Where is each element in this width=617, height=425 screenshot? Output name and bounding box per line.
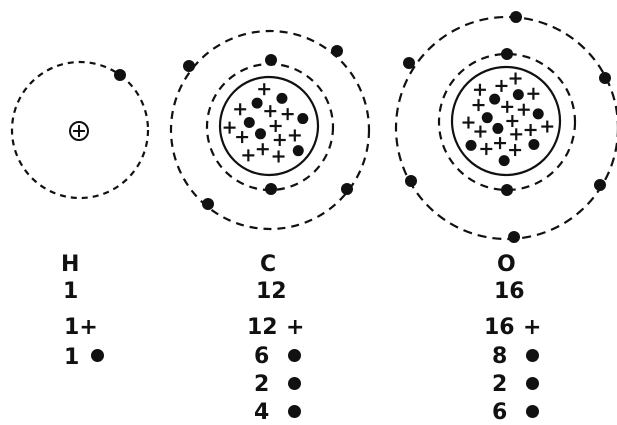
proton-plus bbox=[541, 121, 553, 133]
electron-dot-icon bbox=[526, 377, 539, 390]
proton-plus bbox=[274, 134, 286, 146]
carbon-proton-number: 12 bbox=[247, 317, 278, 339]
carbon-nucleus-particles bbox=[224, 83, 309, 162]
oxygen-electron bbox=[501, 48, 513, 60]
hydrogen-symbol: H bbox=[61, 254, 79, 276]
proton-plus bbox=[234, 103, 246, 115]
proton-plus bbox=[242, 149, 254, 161]
proton-plus bbox=[257, 143, 269, 155]
neutron-dot bbox=[297, 113, 308, 124]
oxygen-electron-count: 8 bbox=[492, 346, 507, 368]
carbon-shell-1-count: 2 bbox=[254, 374, 269, 396]
proton-plus bbox=[510, 128, 522, 140]
neutron-dot bbox=[255, 128, 266, 139]
hydrogen-proton-plus bbox=[73, 125, 85, 137]
oxygen-electron bbox=[405, 175, 417, 187]
carbon-nucleus bbox=[220, 77, 318, 175]
neutron-dot bbox=[482, 112, 493, 123]
proton-plus bbox=[273, 151, 285, 163]
oxygen-electron bbox=[599, 72, 611, 84]
proton-plus bbox=[518, 104, 530, 116]
electron-dot-icon bbox=[526, 349, 539, 362]
neutron-dot bbox=[276, 93, 287, 104]
carbon-electron bbox=[183, 60, 195, 72]
proton-plus bbox=[495, 80, 507, 92]
proton-plus bbox=[258, 83, 270, 95]
carbon-electron bbox=[265, 183, 277, 195]
proton-sign: + bbox=[523, 317, 541, 339]
proton-plus bbox=[474, 126, 486, 138]
electron-dot-icon bbox=[288, 377, 301, 390]
neutron-dot bbox=[499, 155, 510, 166]
hydrogen-proton-number: 1 bbox=[64, 315, 79, 340]
proton-plus bbox=[282, 108, 294, 120]
proton-sign: + bbox=[79, 315, 97, 340]
hydrogen-mass-number: 1 bbox=[63, 281, 78, 303]
proton-plus bbox=[510, 73, 522, 85]
neutron-dot bbox=[293, 145, 304, 156]
oxygen-electron bbox=[403, 57, 415, 69]
oxygen-electron bbox=[501, 184, 513, 196]
oxygen-electron bbox=[508, 231, 520, 243]
oxygen-symbol: O bbox=[497, 254, 516, 276]
hydrogen-model bbox=[12, 62, 148, 198]
carbon-electrons bbox=[183, 45, 353, 210]
carbon-shell-2-count: 4 bbox=[254, 402, 269, 424]
neutron-dot bbox=[244, 117, 255, 128]
oxygen-mass-number: 16 bbox=[494, 281, 525, 303]
electron-dot-icon bbox=[91, 349, 104, 362]
neutron-dot bbox=[252, 98, 263, 109]
proton-plus bbox=[527, 88, 539, 100]
carbon-mass-number: 12 bbox=[256, 281, 287, 303]
proton-plus bbox=[264, 105, 276, 117]
carbon-electron bbox=[341, 183, 353, 195]
carbon-model bbox=[171, 31, 369, 229]
oxygen-shell-1-count: 2 bbox=[492, 374, 507, 396]
neutron-dot bbox=[466, 140, 477, 151]
hydrogen-electron-count: 1 bbox=[64, 347, 79, 369]
oxygen-shell-2-count: 6 bbox=[492, 402, 507, 424]
carbon-electron bbox=[265, 54, 277, 66]
oxygen-model bbox=[396, 11, 617, 243]
carbon-electron-count: 6 bbox=[254, 346, 269, 368]
proton-plus bbox=[494, 137, 506, 149]
electron-dot-icon bbox=[288, 405, 301, 418]
neutron-dot bbox=[533, 108, 544, 119]
proton-plus bbox=[474, 84, 486, 96]
neutron-dot bbox=[492, 123, 503, 134]
oxygen-nucleus-particles bbox=[462, 73, 553, 167]
proton-plus bbox=[289, 129, 301, 141]
oxygen-electrons bbox=[403, 11, 611, 243]
proton-plus bbox=[501, 101, 513, 113]
oxygen-electron bbox=[510, 11, 522, 23]
carbon-electron bbox=[331, 45, 343, 57]
hydrogen-electron bbox=[114, 69, 126, 81]
neutron-dot bbox=[528, 139, 539, 150]
neutron-dot bbox=[513, 89, 524, 100]
proton-plus bbox=[270, 120, 282, 132]
proton-plus bbox=[473, 99, 485, 111]
proton-plus bbox=[525, 124, 537, 136]
neutron-dot bbox=[489, 94, 500, 105]
oxygen-proton-number: 16 bbox=[484, 317, 515, 339]
electron-dot-icon bbox=[526, 405, 539, 418]
oxygen-electron bbox=[594, 179, 606, 191]
proton-plus bbox=[480, 143, 492, 155]
proton-plus bbox=[462, 117, 474, 129]
electron-dot-icon bbox=[288, 349, 301, 362]
proton-plus bbox=[509, 144, 521, 156]
carbon-symbol: C bbox=[260, 254, 276, 276]
hydrogen-proton-count: 1+ bbox=[64, 317, 98, 339]
proton-plus bbox=[236, 131, 248, 143]
carbon-electron bbox=[202, 198, 214, 210]
proton-sign: + bbox=[286, 317, 304, 339]
proton-plus bbox=[506, 115, 518, 127]
proton-plus bbox=[224, 122, 236, 134]
